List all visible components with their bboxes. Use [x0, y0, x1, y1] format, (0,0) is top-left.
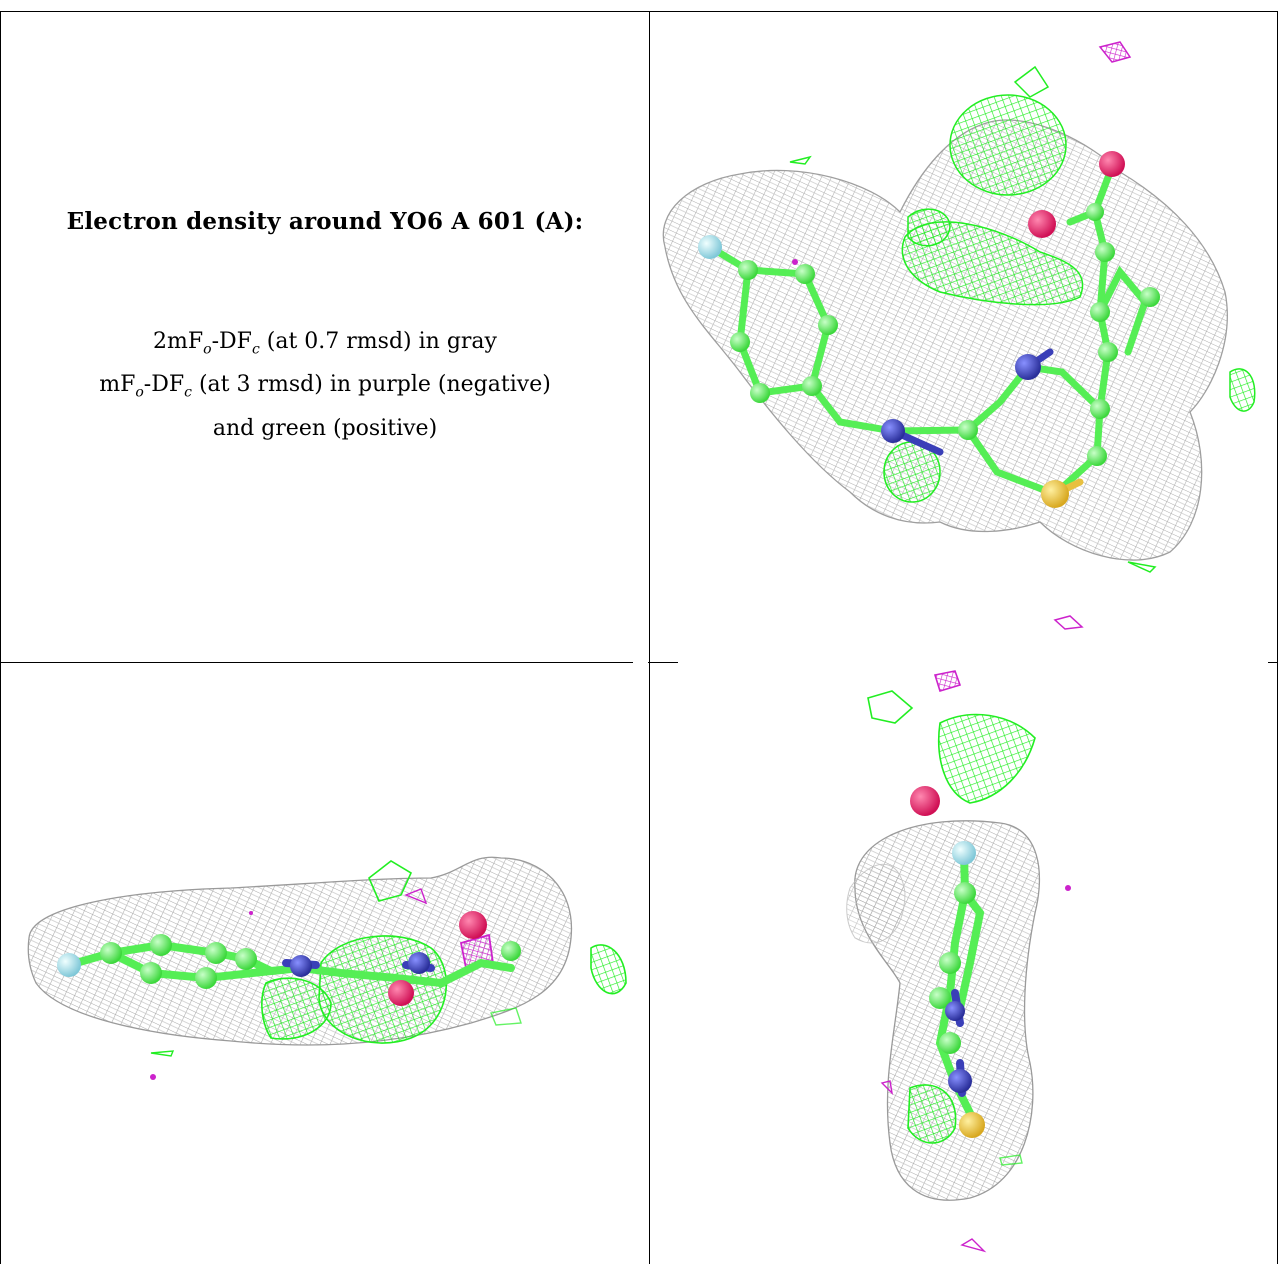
caption-line1-prefix: 2mF: [153, 329, 204, 354]
oxygen-atom: [459, 911, 487, 939]
map-fofc-positive-blob: [901, 221, 1084, 306]
caption-line2-sub2: c: [184, 384, 192, 401]
nitrogen-atom: [1015, 354, 1041, 380]
fluorine-atom: [57, 953, 81, 977]
map-fofc-positive-blob: [999, 1154, 1023, 1166]
carbon-atom: [100, 942, 122, 964]
map-fofc-negative-blob: [249, 911, 253, 915]
carbon-atom: [1090, 399, 1110, 419]
map-fofc-negative-blob: [1065, 885, 1071, 891]
oxygen-atom: [910, 786, 940, 816]
map-fofc-positive-blob: [938, 713, 1036, 804]
map-fofc-positive-blob: [150, 1050, 175, 1057]
carbon-atom: [1098, 342, 1118, 362]
carbon-atom: [929, 987, 951, 1009]
fluorine-atom: [952, 841, 976, 865]
carbon-atom: [205, 942, 227, 964]
carbon-atom: [1090, 302, 1110, 322]
map-fofc-negative-blob: [880, 1080, 894, 1096]
nitrogen-atom: [881, 419, 905, 443]
carbon-atom: [1086, 203, 1104, 221]
map-fofc-positive-blob: [490, 1007, 522, 1026]
map-2fofc-mesh: [662, 119, 1228, 561]
caption-line2-suffix: (at 3 rmsd) in purple (negative): [191, 372, 551, 398]
view-top-right: [650, 12, 1277, 662]
grid-row-divider-mid: [648, 662, 678, 663]
carbon-atom: [939, 952, 961, 974]
map-fofc-negative-blob: [1053, 615, 1084, 630]
grid-left-border: [0, 11, 1, 1264]
grid-middle-divider: [649, 11, 650, 1264]
carbon-atom: [818, 315, 838, 335]
map-fofc-positive-blob: [318, 935, 448, 1044]
map-fofc-positive-blob: [867, 690, 914, 724]
caption-line-2: mFo-DFc (at 3 rmsd) in purple (negative): [1, 367, 649, 410]
map-fofc-negative-blob: [1098, 41, 1132, 63]
density-render-face-on: [662, 41, 1256, 630]
oxygen-atom: [388, 980, 414, 1006]
caption-line2-sub1: o: [135, 384, 144, 401]
map-fofc-negative-blob: [933, 670, 962, 692]
map-fofc-negative-blob: [150, 1074, 156, 1080]
map-fofc-negative-blob: [792, 259, 798, 265]
grid-row-divider-left: [0, 662, 633, 663]
oxygen-atom: [1099, 151, 1125, 177]
map-fofc-negative-blob: [960, 1238, 987, 1253]
caption-line1-sub2: c: [251, 341, 260, 358]
nitrogen-atom: [948, 1069, 972, 1093]
nitrogen-atom: [290, 955, 312, 977]
carbon-atom: [501, 941, 521, 961]
carbon-atom: [1087, 446, 1107, 466]
view-bottom-right: [650, 663, 1277, 1264]
map-fofc-positive-blob: [261, 977, 332, 1040]
carbon-atom: [958, 420, 978, 440]
density-render-edge-on-horizontal: [27, 856, 627, 1080]
map-fofc-positive-blob: [590, 944, 627, 995]
caption-line2-mid: -DF: [143, 372, 185, 398]
carbon-atom: [235, 948, 257, 970]
map-fofc-positive-blob: [949, 94, 1067, 196]
carbon-atom: [1095, 242, 1115, 262]
map-fofc-positive-blob: [1013, 65, 1050, 98]
carbon-atom: [150, 934, 172, 956]
grid-top-border: [0, 11, 1278, 12]
caption-line2-prefix: mF: [99, 372, 136, 398]
carbon-atom: [738, 260, 758, 280]
view-bottom-left: [1, 663, 649, 1264]
caption-line-1: 2mFo-DFc (at 0.7 rmsd) in gray: [1, 324, 649, 367]
map-fofc-positive-blob: [368, 860, 413, 902]
nitrogen-atom: [408, 952, 430, 974]
sulfur-atom: [1041, 480, 1069, 508]
density-render-edge-on-vertical: [846, 670, 1071, 1253]
nitrogen-atom: [945, 1001, 965, 1021]
carbon-atom: [140, 962, 162, 984]
carbon-atom: [730, 332, 750, 352]
map-fofc-positive-blob: [789, 155, 812, 165]
carbon-atom: [954, 882, 976, 904]
map-2fofc-mesh: [846, 863, 906, 944]
carbon-atom: [939, 1032, 961, 1054]
map-fofc-positive-blob: [907, 208, 951, 247]
map-fofc-positive-blob: [907, 1084, 957, 1144]
carbon-atom: [750, 383, 770, 403]
oxygen-atom: [1028, 210, 1056, 238]
caption-line1-mid: -DF: [211, 329, 252, 354]
caption-line1-sub1: o: [203, 341, 212, 358]
caption-cell: Electron density around YO6 A 601 (A): 2…: [1, 12, 649, 662]
map-fofc-positive-blob: [1127, 561, 1157, 573]
caption-line-3: and green (positive): [212, 415, 438, 441]
carbon-atom: [195, 967, 217, 989]
fluorine-atom: [698, 235, 722, 259]
map-fofc-positive-blob: [1229, 368, 1256, 412]
carbon-atom: [795, 264, 815, 284]
caption-line1-suffix: (at 0.7 rmsd) in gray: [259, 329, 497, 354]
caption-body: 2mFo-DFc (at 0.7 rmsd) in gray mFo-DFc (…: [1, 324, 649, 447]
grid-row-divider-right: [1268, 662, 1278, 663]
carbon-atom: [802, 376, 822, 396]
sulfur-atom: [959, 1112, 985, 1138]
caption-title: Electron density around YO6 A 601 (A):: [66, 208, 584, 235]
map-fofc-negative-blob: [404, 888, 428, 905]
carbon-atom: [1140, 287, 1160, 307]
